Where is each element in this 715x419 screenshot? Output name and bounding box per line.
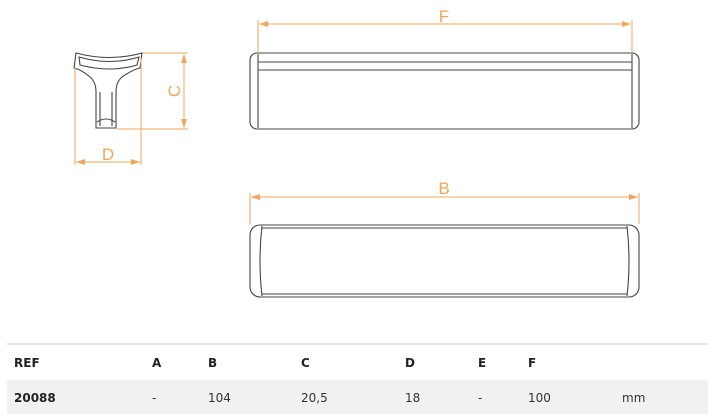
cell-b: 104: [208, 391, 231, 405]
dimension-f: F: [257, 7, 633, 52]
cell-a: -: [152, 391, 157, 405]
header-f: F: [528, 356, 537, 370]
table-header-row: REF A B C D E F: [7, 345, 708, 380]
header-c: C: [301, 356, 310, 370]
header-e: E: [478, 356, 487, 370]
side-view: [249, 224, 640, 298]
header-b: B: [208, 356, 218, 370]
header-ref: REF: [14, 356, 40, 370]
cell-unit: mm: [622, 391, 646, 405]
cell-f: 100: [528, 391, 551, 405]
label-d: D: [102, 145, 114, 164]
header-a: A: [152, 356, 162, 370]
cell-c: 20,5: [301, 391, 328, 405]
end-view: [73, 52, 143, 129]
label-f: F: [439, 7, 449, 26]
cell-d: 18: [405, 391, 421, 405]
dimension-b: B: [249, 179, 640, 224]
dimensions-table: REF A B C D E F 20088 - 104 20,5 18 - 10…: [7, 343, 708, 414]
table-row: 20088 - 104 20,5 18 - 100 mm: [7, 380, 708, 414]
dimension-c: C: [117, 52, 188, 130]
label-c: C: [165, 85, 184, 97]
cell-e: -: [478, 391, 483, 405]
top-view: [249, 52, 640, 130]
technical-drawing: C D F B: [73, 7, 640, 298]
header-d: D: [405, 356, 415, 370]
dimension-d: D: [74, 58, 142, 165]
cell-ref: 20088: [14, 391, 56, 405]
label-b: B: [438, 179, 449, 198]
